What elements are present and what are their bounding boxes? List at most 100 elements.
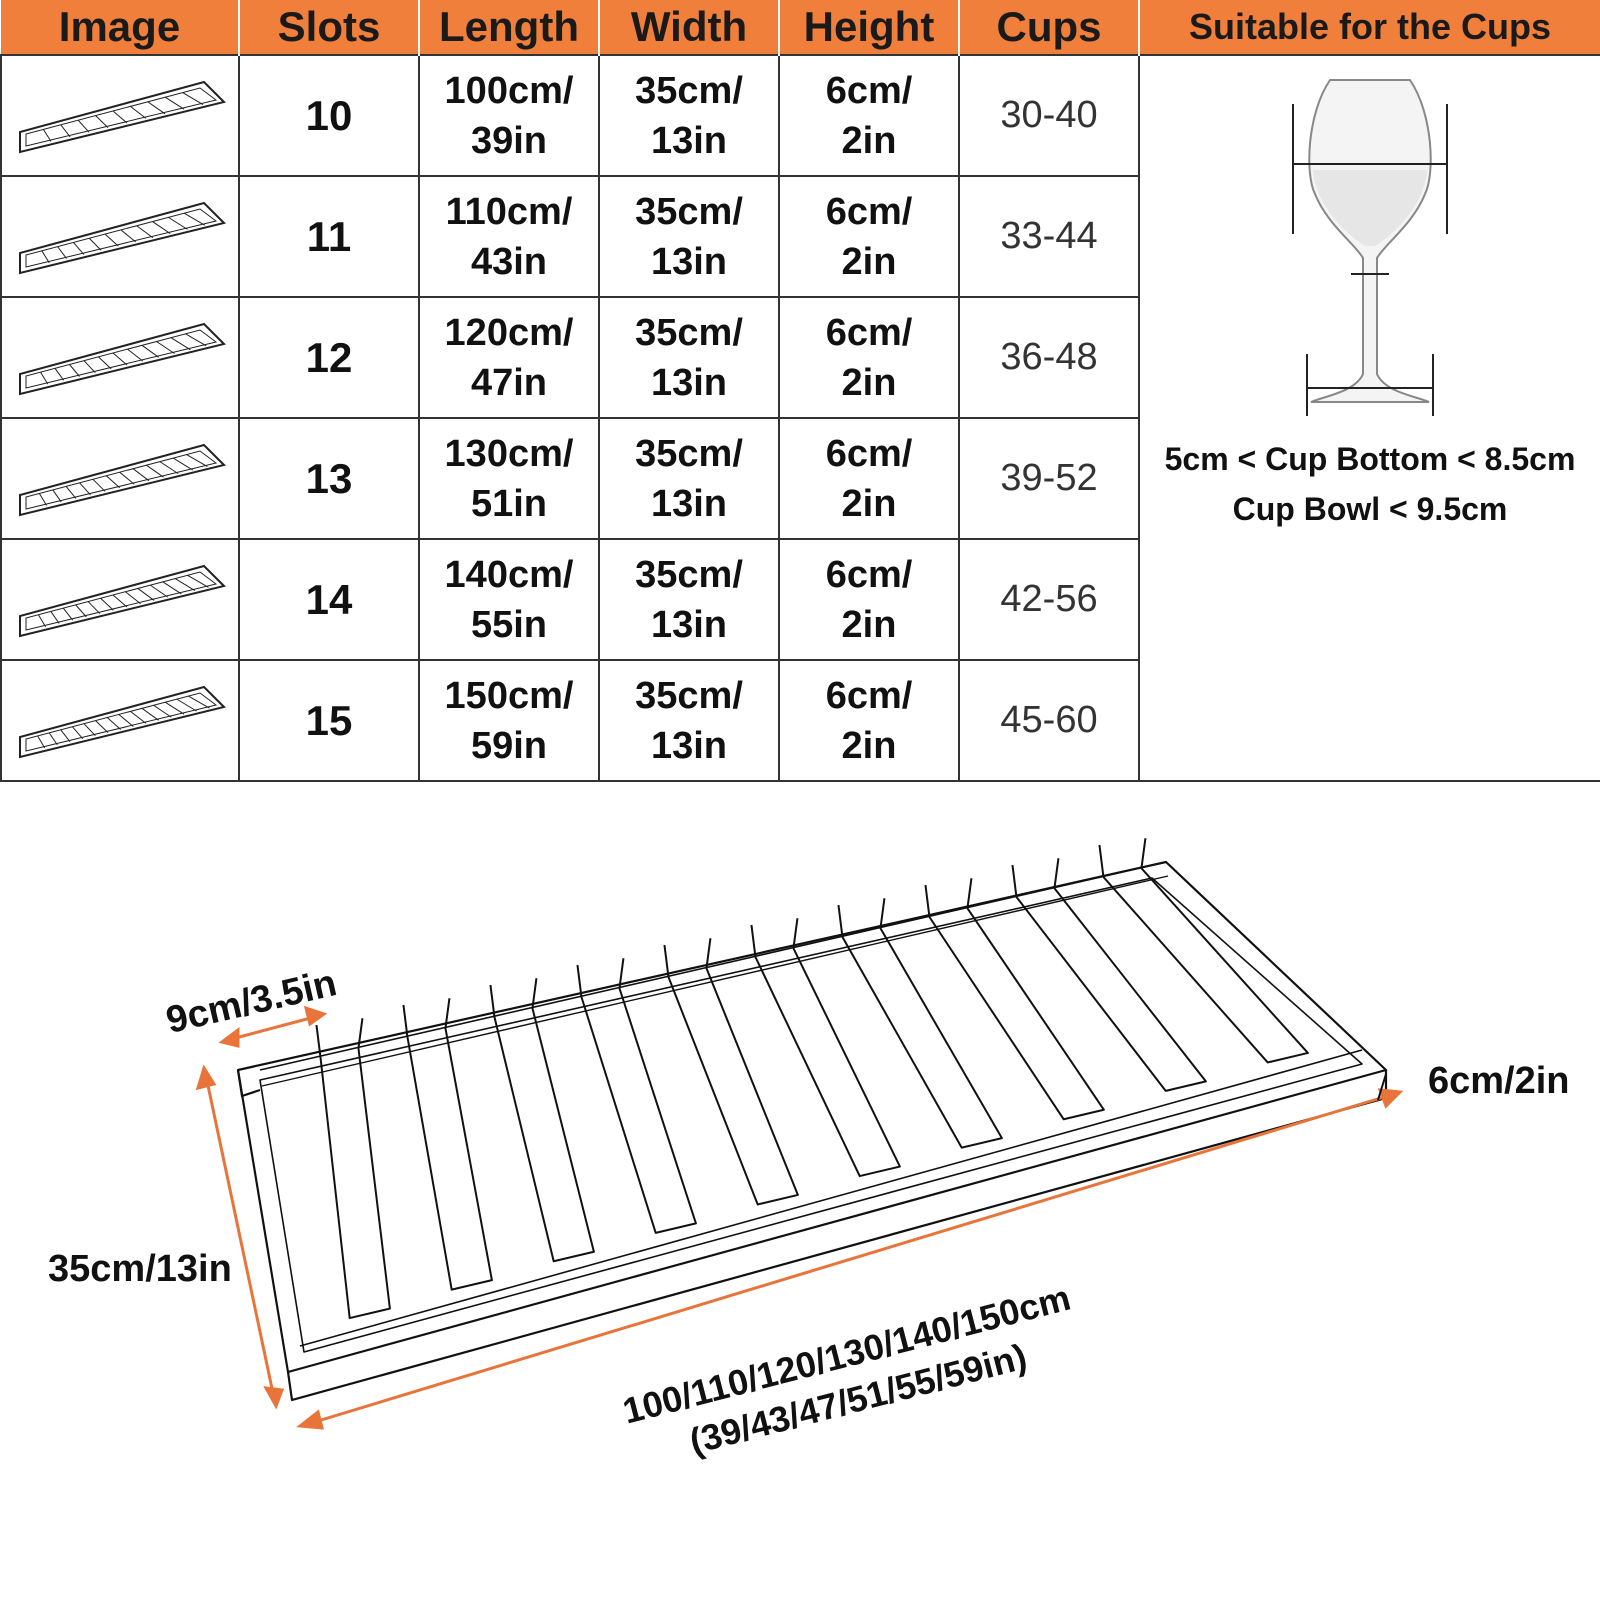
cups-value: 30-40 <box>958 54 1140 177</box>
length-metric: 140cm/ <box>444 553 574 596</box>
tray-inner <box>259 877 1363 1353</box>
table-row: 13 130cm/51in 35cm/13in 6cm/2in 39-52 <box>0 417 1600 540</box>
height-value: 6cm/2in <box>778 417 960 540</box>
length-value: 130cm/51in <box>418 417 600 540</box>
header-width: Width <box>599 0 780 55</box>
cups-value: 33-44 <box>958 175 1140 298</box>
rack-thumbnail-cell <box>0 175 240 298</box>
rack-thumbnail-image <box>19 443 226 516</box>
length-imperial: 55in <box>470 603 548 646</box>
height-value: 6cm/2in <box>778 54 960 177</box>
width-imperial: 13in <box>650 361 728 404</box>
rack-thumbnail-cell <box>0 54 240 177</box>
length-imperial: 39in <box>470 119 548 162</box>
rack-thumbnail-cell <box>0 417 240 540</box>
width-metric: 35cm/ <box>635 674 743 717</box>
height-metric: 6cm/ <box>825 190 913 233</box>
tray-frame <box>236 860 1388 1374</box>
length-imperial: 59in <box>470 724 548 767</box>
height-metric: 6cm/ <box>825 69 913 112</box>
header-suitable: Suitable for the Cups <box>1139 0 1600 55</box>
length-value: 140cm/55in <box>418 538 600 661</box>
width-metric: 35cm/ <box>635 553 743 596</box>
slots-value: 10 <box>238 54 420 177</box>
rack-thumbnail-cell <box>0 296 240 419</box>
cups-value: 39-52 <box>958 417 1140 540</box>
height-value: 6cm/2in <box>778 175 960 298</box>
length-metric: 130cm/ <box>444 432 574 475</box>
length-value: 120cm/47in <box>418 296 600 419</box>
slots-value: 14 <box>238 538 420 661</box>
height-imperial: 2in <box>841 603 897 646</box>
table-row: 11 110cm/43in 35cm/13in 6cm/2in 33-44 <box>0 175 1600 298</box>
length-imperial: 47in <box>470 361 548 404</box>
height-value: 6cm/2in <box>778 659 960 782</box>
rack-thumbnail-image <box>19 80 226 153</box>
height-imperial: 2in <box>841 361 897 404</box>
width-value: 35cm/13in <box>598 54 780 177</box>
width-value: 35cm/13in <box>598 296 780 419</box>
length-metric: 120cm/ <box>444 311 574 354</box>
width-imperial: 13in <box>650 603 728 646</box>
table-row: 12 120cm/47in 35cm/13in 6cm/2in 36-48 <box>0 296 1600 419</box>
table-row: 14 140cm/55in 35cm/13in 6cm/2in 42-56 <box>0 538 1600 661</box>
length-arrow <box>307 1092 1395 1426</box>
length-value: 100cm/39in <box>418 54 600 177</box>
length-value: 110cm/43in <box>418 175 600 298</box>
width-value: 35cm/13in <box>598 417 780 540</box>
header-slots: Slots <box>239 0 420 55</box>
slots-value: 12 <box>238 296 420 419</box>
height-value: 6cm/2in <box>778 538 960 661</box>
wine-glass-image <box>1292 79 1448 416</box>
rack-thumbnail-image <box>19 564 226 637</box>
rack-thumbnail-cell <box>0 659 240 782</box>
length-imperial: 51in <box>470 482 548 525</box>
cup-bottom-range: 5cm < Cup Bottom < 8.5cm <box>1164 441 1576 477</box>
height-metric: 6cm/ <box>825 674 913 717</box>
height-metric: 6cm/ <box>825 432 913 475</box>
slots-value: 13 <box>238 417 420 540</box>
rack-thumbnail-image <box>19 201 226 274</box>
slots-value: 15 <box>238 659 420 782</box>
length-metric: 100cm/ <box>444 69 574 112</box>
table-header-row: Image Slots Length Width Height Cups Sui… <box>1 0 1600 55</box>
header-cups: Cups <box>959 0 1140 55</box>
rack-thumbnail-cell <box>0 538 240 661</box>
width-metric: 35cm/ <box>635 190 743 233</box>
width-arrow <box>204 1075 276 1399</box>
height-metric: 6cm/ <box>825 553 913 596</box>
rack-diagram <box>195 838 1404 1430</box>
slot-wires <box>315 838 1309 1320</box>
length-imperial: 43in <box>470 240 548 283</box>
width-metric: 35cm/ <box>635 69 743 112</box>
length-value: 150cm/59in <box>418 659 600 782</box>
height-metric: 6cm/ <box>825 311 913 354</box>
width-imperial: 13in <box>650 119 728 162</box>
cups-value: 36-48 <box>958 296 1140 419</box>
height-value: 6cm/2in <box>778 296 960 419</box>
width-imperial: 13in <box>650 724 728 767</box>
cups-value: 42-56 <box>958 538 1140 661</box>
cup-bowl-limit: Cup Bowl < 9.5cm <box>1232 491 1508 527</box>
width-value: 35cm/13in <box>598 659 780 782</box>
length-metric: 110cm/ <box>445 190 573 233</box>
width-metric: 35cm/ <box>635 432 743 475</box>
cups-value: 45-60 <box>958 659 1140 782</box>
width-imperial: 13in <box>650 482 728 525</box>
table-row: 15 150cm/59in 35cm/13in 6cm/2in 45-60 <box>0 659 1600 782</box>
height-imperial: 2in <box>841 240 897 283</box>
depth-arrow <box>227 1014 319 1042</box>
width-value: 35cm/13in <box>598 538 780 661</box>
header-height: Height <box>779 0 960 55</box>
height-imperial: 2in <box>841 724 897 767</box>
rack-thumbnail-image <box>19 685 226 758</box>
rack-thumbnail-image <box>19 322 226 395</box>
header-image: Image <box>1 0 240 55</box>
table-row: 10 100cm/39in 35cm/13in 6cm/2in 30-40 5c… <box>0 54 1600 782</box>
width-imperial: 13in <box>650 240 728 283</box>
height-label: 6cm/2in <box>1428 1060 1570 1102</box>
width-metric: 35cm/ <box>635 311 743 354</box>
table-body: 10 100cm/39in 35cm/13in 6cm/2in 30-40 5c… <box>0 54 1600 782</box>
width-value: 35cm/13in <box>598 175 780 298</box>
